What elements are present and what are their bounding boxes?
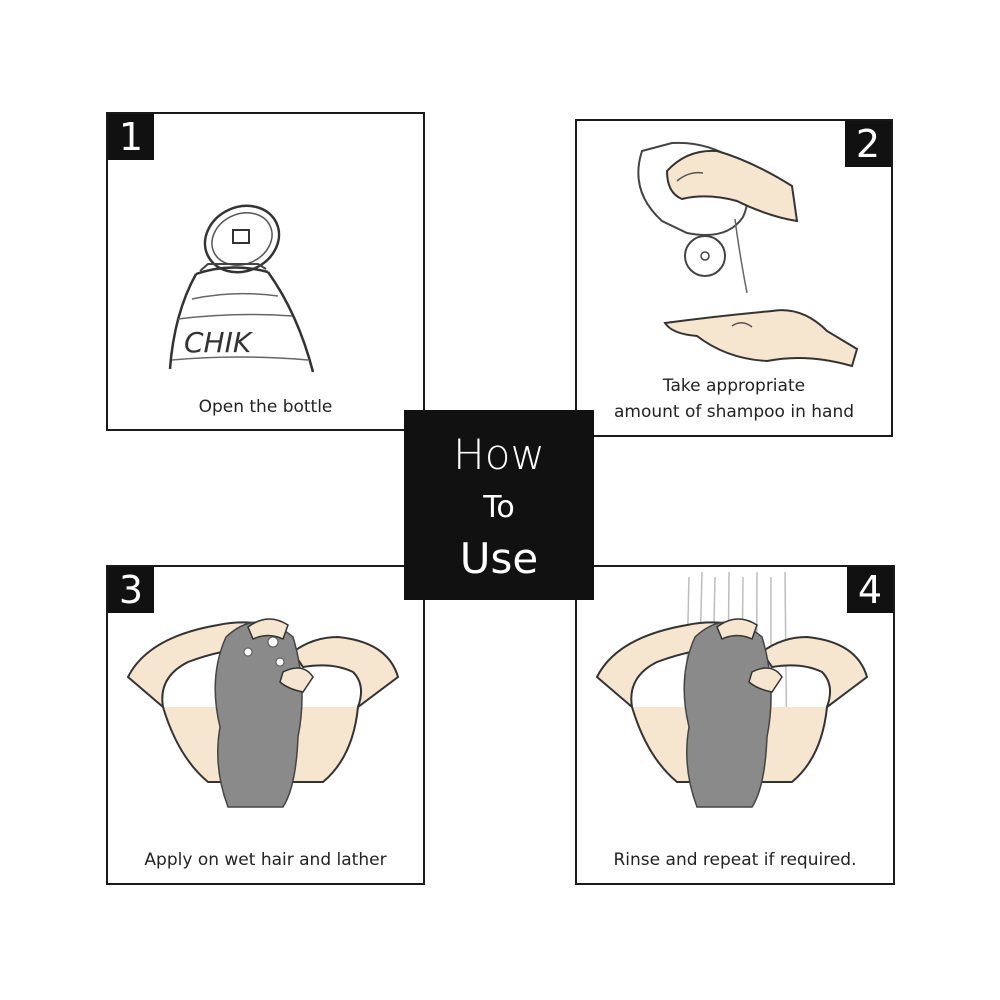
rinse-hair-illustration xyxy=(595,571,869,808)
lather-hair-illustration xyxy=(126,618,400,808)
step-1-number: 1 xyxy=(108,114,154,160)
center-title-to: To xyxy=(483,490,515,525)
pour-shampoo-illustration xyxy=(637,141,859,368)
step-3-card: 3 Apply on wet hair and lather xyxy=(106,565,425,885)
open-bottle-illustration: CHIK xyxy=(168,204,315,373)
step-2-caption-line1: Take appropriate xyxy=(662,376,806,396)
center-title-how: How xyxy=(453,430,545,479)
step-4-caption: Rinse and repeat if required. xyxy=(613,850,857,870)
center-title-use: Use xyxy=(459,534,539,583)
step-1-card: 1 CHIK Open the bottle xyxy=(106,112,425,431)
step-2-number: 2 xyxy=(845,121,891,167)
bottle-brand-label: CHIK xyxy=(184,326,254,359)
step-3-caption: Apply on wet hair and lather xyxy=(144,850,387,870)
step-2-caption-line2: amount of shampoo in hand xyxy=(613,402,855,422)
step-1-caption: Open the bottle xyxy=(198,397,333,417)
step-3-number: 3 xyxy=(108,567,154,613)
step-4-number: 4 xyxy=(847,567,893,613)
step-4-card: 4 Rinse and repeat if required. xyxy=(575,565,895,885)
step-2-card: 2 Take appropriate amount of shampoo in … xyxy=(575,119,893,437)
how-to-use-badge: How To Use xyxy=(404,410,594,600)
